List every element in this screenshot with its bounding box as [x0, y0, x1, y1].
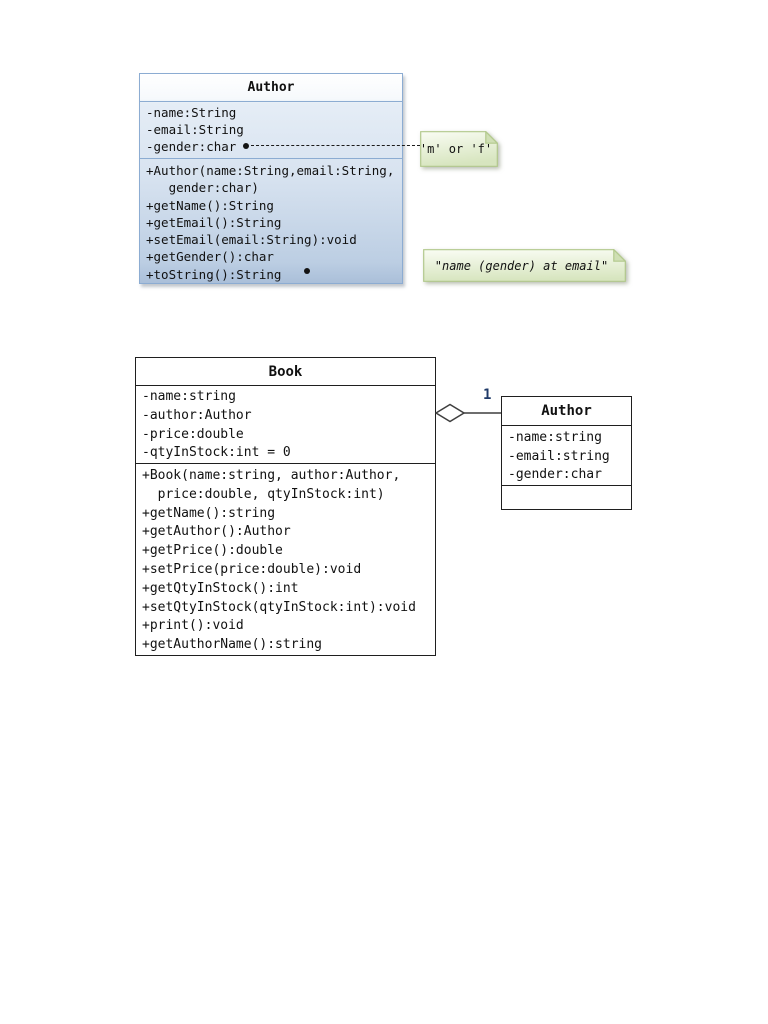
author-methods-compartment: +Author(name:String,email:String, gender… [140, 157, 402, 283]
method-row: +getAuthor():Author [142, 524, 291, 540]
attribute-row: -name:string [508, 430, 602, 445]
book-attributes-compartment: -name:string -author:Author -price:doubl… [136, 385, 435, 463]
book-class-title: Book [268, 363, 303, 380]
attribute-row: -qtyInStock:int = 0 [142, 445, 291, 461]
method-row: +getAuthorName():string [142, 637, 323, 653]
method-row: +Book(name:string, author:Author, [142, 468, 401, 484]
method-row: +getEmail():String [146, 214, 282, 230]
attribute-row: -name:String [146, 104, 237, 120]
attribute-row: -price:double [142, 426, 244, 442]
method-row: +print():void [142, 618, 244, 634]
note-shape [423, 249, 626, 282]
method-row: gender:char) [146, 180, 259, 196]
attribute-row: -email:String [146, 121, 244, 137]
method-row: +getPrice():double [142, 543, 283, 559]
author-small-class-box: Author -name:string -email:string -gende… [501, 396, 632, 510]
gender-note: 'm' or 'f' [420, 131, 498, 167]
method-row: +getQtyInStock():int [142, 580, 299, 596]
note-shape [420, 131, 498, 167]
tostring-note-text: "name (gender) at email" [434, 258, 609, 273]
method-row: +toString():String [146, 266, 282, 282]
gender-note-anchor-dot [243, 143, 249, 149]
method-row: +getGender():char [146, 249, 274, 265]
gender-note-text: 'm' or 'f' [419, 142, 493, 156]
method-row: +setEmail(email:String):void [146, 232, 357, 248]
book-class-box: Book -name:string -author:Author -price:… [135, 357, 436, 656]
attribute-row: -email:string [508, 448, 610, 464]
aggregation-connector [435, 403, 502, 423]
author-small-attributes-compartment: -name:string -email:string -gender:char [502, 425, 631, 485]
attribute-row: -author:Author [142, 407, 252, 423]
method-row: +getName():string [142, 505, 276, 521]
book-methods-compartment: +Book(name:string, author:Author, price:… [136, 463, 435, 655]
author-small-class-title: Author [541, 403, 592, 419]
attribute-row: -gender:char [508, 467, 602, 482]
author-class-box: Author -name:String -email:String -gende… [139, 73, 403, 284]
method-row: +setQtyInStock(qtyInStock:int):void [142, 599, 416, 615]
attribute-row: -gender:char [146, 139, 237, 155]
method-row: +Author(name:String,email:String, [146, 162, 395, 178]
method-row: +getName():String [146, 197, 274, 213]
gender-note-connector-line [251, 145, 420, 146]
attribute-row: -name:string [142, 389, 236, 405]
tostring-note-anchor-dot [304, 268, 310, 274]
author-attributes-compartment: -name:String -email:String -gender:char [140, 100, 402, 158]
author-class-title: Author [247, 79, 295, 95]
method-row: +setPrice(price:double):void [142, 562, 362, 578]
author-small-methods-compartment [502, 485, 631, 509]
method-row: price:double, qtyInStock:int) [142, 486, 385, 502]
multiplicity-label: 1 [483, 387, 492, 403]
tostring-note: "name (gender) at email" [423, 249, 626, 282]
